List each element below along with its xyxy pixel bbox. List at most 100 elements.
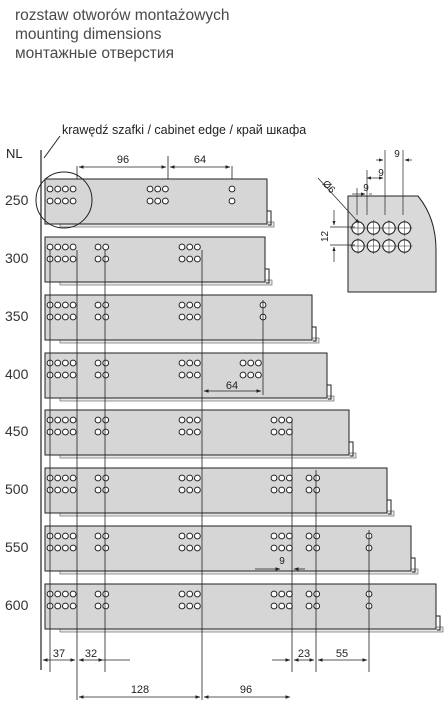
mounting-hole <box>178 301 186 309</box>
mounting-hole <box>313 602 321 610</box>
mounting-hole <box>194 590 201 598</box>
mounting-hole <box>305 532 313 540</box>
mounting-hole <box>313 544 321 552</box>
mounting-hole <box>102 371 110 379</box>
mounting-hole <box>162 197 169 205</box>
mounting-hole <box>62 359 69 367</box>
mounting-hole <box>54 532 62 540</box>
mounting-hole <box>94 486 102 494</box>
mounting-hole <box>194 313 201 321</box>
mounting-hole <box>69 474 77 482</box>
mounting-hole <box>178 602 186 610</box>
mounting-hole <box>305 544 313 552</box>
mounting-hole <box>278 486 286 494</box>
mounting-hole <box>194 544 201 552</box>
mounting-hole <box>186 486 194 494</box>
mounting-hole <box>94 532 102 540</box>
title-block: rozstaw otworów montażowych mounting dim… <box>15 6 230 63</box>
mounting-hole <box>186 359 194 367</box>
cabinet-edge-leader <box>43 135 61 159</box>
mounting-hole <box>69 301 77 309</box>
dim-37: 37 <box>53 648 65 660</box>
mounting-hole <box>94 590 102 598</box>
rail-hook <box>349 441 354 457</box>
mounting-hole <box>186 544 194 552</box>
mounting-hole <box>186 371 194 379</box>
rail-hook <box>387 499 392 515</box>
mounting-hole <box>102 544 110 552</box>
mounting-hole <box>255 359 262 367</box>
rail-hook <box>312 326 317 342</box>
mounting-hole <box>94 255 102 263</box>
mounting-hole <box>62 544 69 552</box>
detail-pitch-a: 9 <box>394 149 400 160</box>
mounting-hole <box>54 255 62 263</box>
mounting-hole <box>146 185 154 193</box>
mounting-hole <box>54 544 62 552</box>
mounting-hole <box>62 602 69 610</box>
mounting-hole <box>228 197 236 205</box>
mounting-hole <box>178 313 186 321</box>
mounting-hole <box>102 255 110 263</box>
mounting-hole <box>69 313 77 321</box>
bottom-dimensions: 37 32 23 55 128 96 <box>42 648 368 699</box>
mounting-hole <box>255 371 262 379</box>
mounting-hole <box>69 359 77 367</box>
mounting-hole <box>102 359 110 367</box>
dim-550-group: 9 <box>255 556 305 571</box>
mounting-hole <box>62 590 69 598</box>
mounting-hole <box>313 474 321 482</box>
vertical-alignment-lines <box>49 250 370 700</box>
title-polish: rozstaw otworów montażowych <box>15 7 230 24</box>
rail-hook <box>436 615 441 631</box>
mounting-hole <box>247 359 255 367</box>
mounting-hole <box>186 313 194 321</box>
rail-600: 600 <box>5 583 444 633</box>
dim-64-top: 64 <box>194 154 206 166</box>
detail-vertical: 12 <box>320 230 331 242</box>
mounting-hole <box>194 255 201 263</box>
mounting-hole <box>54 301 62 309</box>
mounting-hole <box>305 486 313 494</box>
mounting-hole <box>270 544 278 552</box>
mounting-hole <box>69 428 77 436</box>
mounting-hole <box>62 371 69 379</box>
rail-250: 250 <box>5 178 275 228</box>
mounting-hole <box>102 416 110 424</box>
rail-body <box>44 236 266 283</box>
mounting-hole <box>178 416 186 424</box>
mounting-hole <box>186 428 194 436</box>
mounting-hole <box>62 185 69 193</box>
mounting-hole <box>54 416 62 424</box>
title-russian: монтажные отверстия <box>15 45 174 62</box>
mounting-hole <box>305 602 313 610</box>
mounting-hole <box>69 416 77 424</box>
mounting-hole <box>194 486 201 494</box>
mounting-hole <box>186 301 194 309</box>
mounting-hole <box>62 428 69 436</box>
rail-550: 550 <box>5 525 419 575</box>
mounting-hole <box>286 474 293 482</box>
mounting-hole <box>154 185 162 193</box>
detail-diameter: Ø6 <box>320 179 337 197</box>
mounting-hole <box>278 416 286 424</box>
mounting-hole <box>69 371 77 379</box>
mounting-hole <box>94 359 102 367</box>
mounting-hole <box>286 544 293 552</box>
nl-value: 450 <box>5 423 29 439</box>
mounting-hole <box>54 371 62 379</box>
mounting-hole <box>94 313 102 321</box>
mounting-hole <box>239 371 247 379</box>
mounting-hole <box>178 371 186 379</box>
mounting-hole <box>178 590 186 598</box>
mounting-hole <box>146 197 154 205</box>
mounting-hole <box>286 590 293 598</box>
mounting-hole <box>178 544 186 552</box>
mounting-hole <box>154 197 162 205</box>
mounting-hole <box>278 474 286 482</box>
mounting-hole <box>94 428 102 436</box>
top-dimensions: 96 64 <box>76 154 233 186</box>
mounting-hole <box>94 544 102 552</box>
mounting-hole <box>278 532 286 540</box>
